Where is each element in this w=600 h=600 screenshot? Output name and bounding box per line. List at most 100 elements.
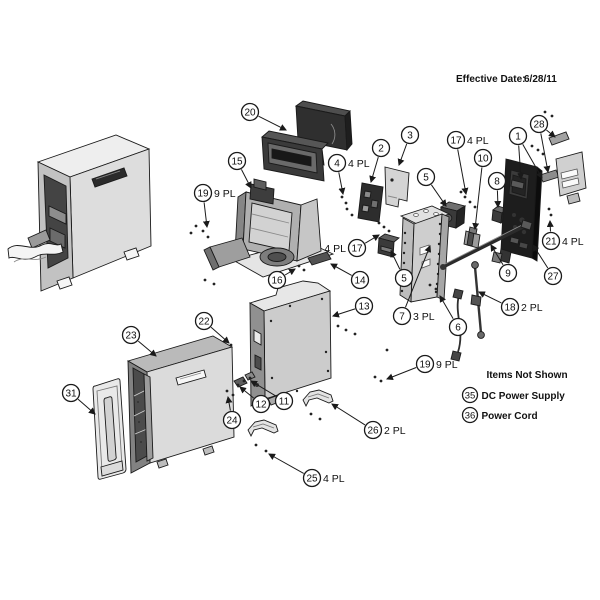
callout-number: 26	[367, 426, 379, 437]
callout-3: 3	[397, 125, 420, 166]
callout-5: 5	[390, 250, 414, 288]
callout-leader-line	[522, 143, 543, 179]
callout-number: 17	[450, 136, 462, 147]
callout-number: 18	[504, 303, 516, 314]
callout-leader-line	[386, 367, 417, 381]
screw-dot	[201, 229, 205, 233]
callout-number: 5	[401, 274, 407, 285]
callout-number: 19	[419, 360, 431, 371]
part-20-bezel-drawing	[261, 100, 353, 182]
screw-dot	[536, 148, 540, 152]
screw-dot	[340, 195, 344, 199]
callout-5: 5	[416, 167, 447, 207]
callout-number: 24	[226, 416, 238, 427]
callout-circle	[121, 325, 141, 345]
callout-27: 27	[532, 244, 563, 286]
callout-circle	[487, 171, 507, 191]
part-28-lens-strips-drawing	[539, 131, 587, 205]
callout-leader-line	[137, 340, 157, 357]
callout-quantity-label: 9 PL	[436, 359, 458, 371]
screw-dot	[236, 383, 240, 387]
part-13-chassis-panel-drawing	[248, 280, 332, 407]
callout-leader-line	[250, 380, 277, 397]
callout-quantity-label: 4 PL	[467, 135, 489, 147]
callout-circle	[267, 270, 287, 290]
callout-31: 31	[61, 383, 96, 415]
callout-number: 12	[255, 400, 267, 411]
screw-dot	[353, 332, 357, 336]
callout-quantity-label: 9 PL	[214, 188, 236, 200]
callout-19: 19 9 PL	[386, 354, 458, 381]
callout-number: 1	[515, 132, 521, 143]
part-3-bracket-plate-drawing	[384, 166, 410, 208]
item-36-label: Power Cord	[482, 411, 538, 422]
callout-circle	[251, 394, 271, 414]
screw-dot	[379, 379, 383, 383]
item-35-circle	[461, 386, 479, 404]
callout-number: 5	[423, 173, 429, 184]
callout-leader-line	[332, 308, 356, 318]
screw-dot	[254, 443, 258, 447]
callout-number: 21	[545, 237, 557, 248]
callout-leader-line	[494, 190, 502, 209]
screw-dot	[345, 207, 349, 211]
item-36-number: 36	[465, 410, 476, 421]
callout-circle	[543, 266, 563, 286]
effective-date-value: 6/28/11	[524, 74, 557, 85]
callout-circle	[473, 148, 493, 168]
callout-leader-line	[478, 291, 502, 304]
callout-circle	[61, 383, 81, 403]
callout-2: 2	[369, 138, 391, 184]
callout-circle	[541, 231, 561, 251]
callout-number: 7	[399, 312, 405, 323]
part-10-connector-drawing	[450, 226, 481, 362]
callout-circle	[500, 297, 520, 317]
callout-number: 8	[494, 177, 500, 188]
callout-number: 17	[351, 244, 363, 255]
callout-quantity-label: 4 PL	[323, 473, 345, 485]
callout-24: 24	[222, 395, 242, 430]
callout-quantity-label: 4 PL	[562, 236, 584, 248]
callout-number: 22	[198, 317, 210, 328]
callout-14: 14	[330, 263, 370, 290]
callout-leader-line	[490, 244, 504, 266]
callout-number: 20	[244, 108, 256, 119]
callout-circle	[193, 183, 213, 203]
callout-8: 8	[487, 171, 507, 209]
callout-leader-line	[430, 184, 447, 207]
screw-dot	[463, 195, 467, 199]
part-18-link-rod-drawing	[470, 261, 485, 339]
callout-leader-line	[517, 145, 525, 181]
callout-1: 1	[508, 126, 543, 181]
screw-marks	[189, 110, 554, 453]
callout-21: 21 4 PL	[541, 219, 584, 251]
part-14-strip-drawing	[307, 251, 332, 266]
callout-17: 17 4 PL	[446, 130, 489, 196]
callout-9: 9	[490, 244, 518, 283]
callout-16: 16	[267, 268, 296, 290]
callout-number: 2	[378, 144, 384, 155]
callout-leader-line	[532, 244, 549, 269]
callout-circle	[415, 354, 435, 374]
callout-circle	[371, 138, 391, 158]
callout-leader-line	[330, 263, 352, 276]
callout-leader-line	[338, 172, 346, 196]
screw-dot	[468, 200, 472, 204]
screw-dot	[530, 144, 534, 148]
screw-dot	[302, 268, 306, 272]
screw-dot	[382, 225, 386, 229]
callout-circle	[394, 268, 414, 288]
callout-circle	[392, 306, 412, 326]
screw-dot	[543, 110, 547, 114]
callout-quantity-label: 4 PL	[324, 243, 346, 255]
callout-15: 15	[227, 151, 252, 189]
callout-23: 23	[121, 325, 157, 357]
